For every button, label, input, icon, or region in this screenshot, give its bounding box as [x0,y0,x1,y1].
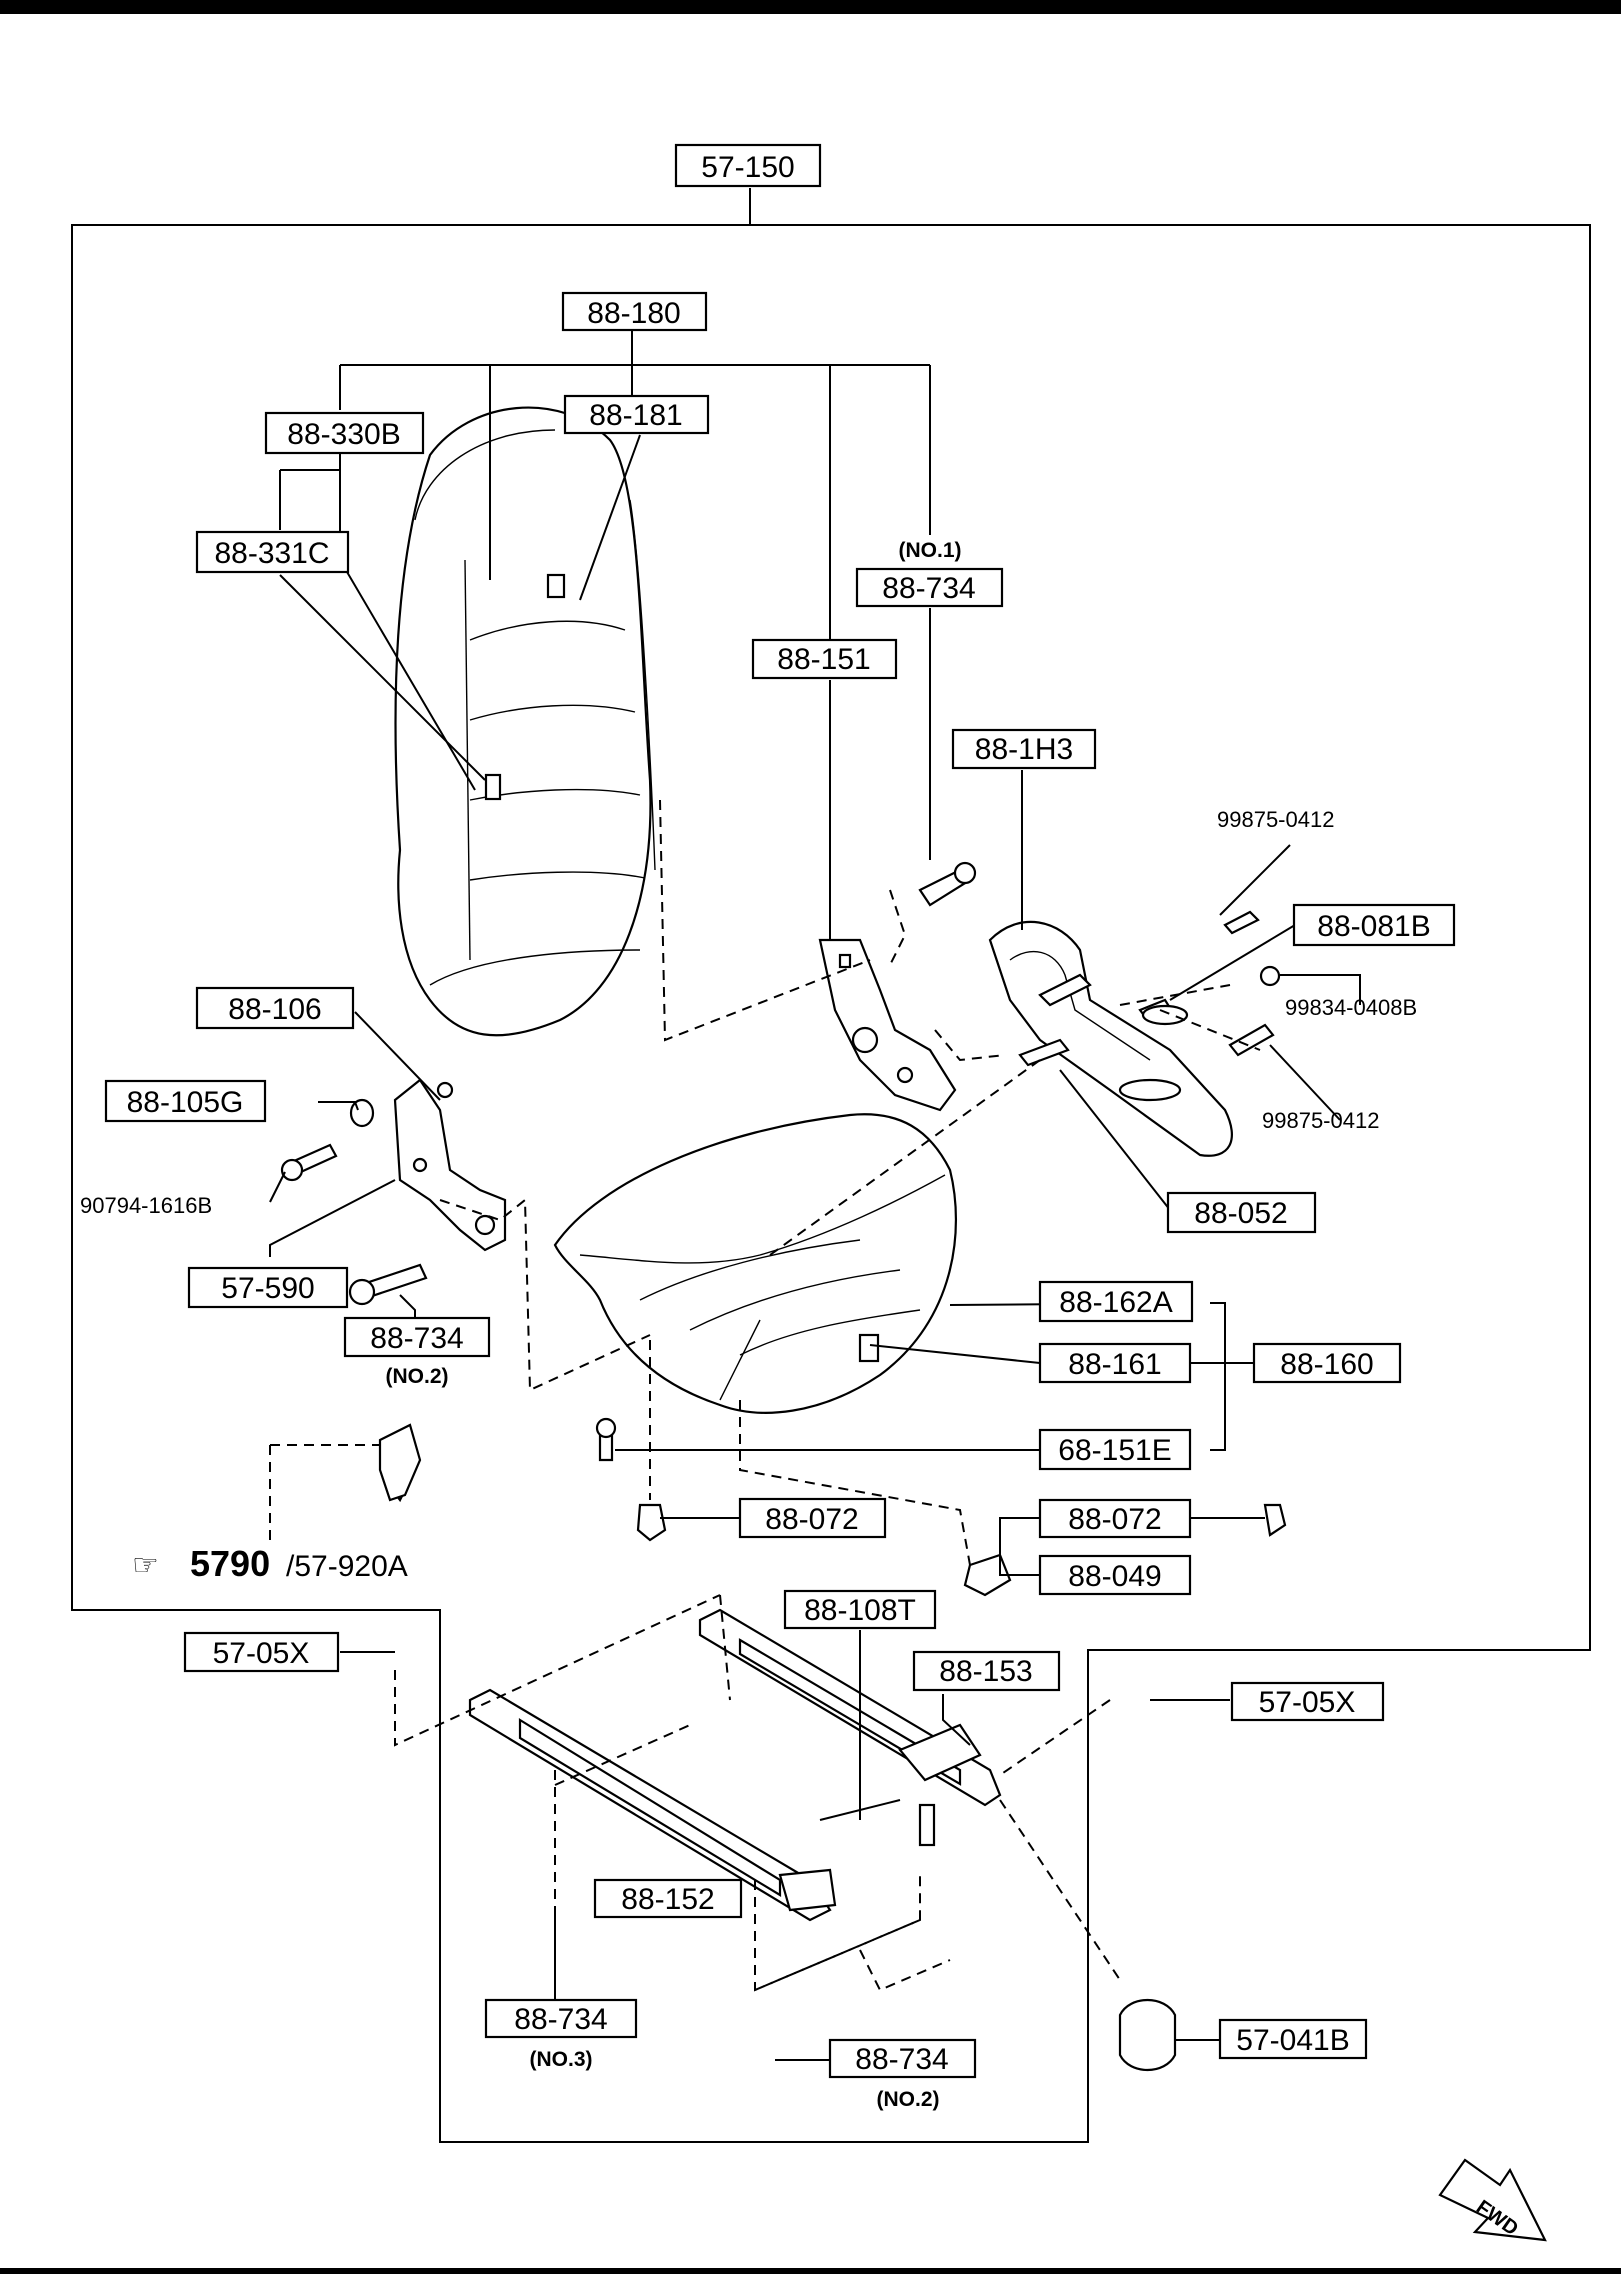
svg-text:88-108T: 88-108T [804,1594,916,1627]
label-57-590: 57-590 [187,1266,349,1309]
svg-text:57-05X: 57-05X [1259,1686,1356,1719]
svg-text:88-161: 88-161 [1068,1348,1161,1381]
label-99875-0412-a: 99875-0412 [1217,807,1334,832]
svg-text:88-330B: 88-330B [287,418,400,451]
label-57-150: 57-150 [674,143,822,188]
svg-text:88-162A: 88-162A [1059,1286,1172,1319]
label-88-105G: 88-105G [104,1079,267,1123]
svg-text:88-153: 88-153 [939,1655,1032,1688]
label-88-072-a: 88-072 [738,1497,887,1539]
label-88-734-no2a: 88-734 [343,1316,491,1358]
label-88-734-no1: 88-734 [855,567,1004,608]
svg-text:/57-920A: /57-920A [286,1550,408,1583]
svg-text:88-331C: 88-331C [214,537,329,570]
leader-lines [269,330,1361,2061]
cover-cap [1118,1999,1177,2071]
svg-text:88-152: 88-152 [621,1883,714,1916]
label-99875-0412-b: 99875-0412 [1262,1108,1379,1133]
svg-text:88-072: 88-072 [1068,1503,1161,1536]
recliner-hinge [818,938,957,1112]
svg-text:5790: 5790 [190,1543,270,1584]
label-57-05X-b: 57-05X [1230,1681,1385,1722]
label-88-331C: 88-331C [195,530,350,574]
top-rule [0,0,1621,14]
label-57-041B: 57-041B [1218,2018,1368,2060]
seat-rails [468,1608,1002,1922]
ref-pointer-icon: ☞ [132,1549,159,1582]
label-88-734-no2b: 88-734 [828,2038,977,2079]
svg-text:88-081B: 88-081B [1317,910,1430,943]
note-no2a: (NO.2) [386,1365,449,1388]
svg-text:88-151: 88-151 [777,643,870,676]
label-88-108T: 88-108T [783,1589,937,1630]
svg-text:88-072: 88-072 [765,1503,858,1536]
label-57-05X-a: 57-05X [183,1631,340,1673]
svg-text:68-151E: 68-151E [1058,1434,1171,1467]
bottom-rule [0,2268,1621,2274]
label-88-161: 88-161 [1038,1342,1192,1384]
svg-text:88-734: 88-734 [855,2043,948,2076]
svg-text:88-734: 88-734 [370,1322,463,1355]
left-hinge-bracket [393,1078,507,1252]
svg-text:88-181: 88-181 [589,399,682,432]
label-90794-1616B: 90794-1616B [80,1193,212,1218]
label-88-152: 88-152 [593,1878,743,1919]
ref-5790-57-920A: ☞ 5790 /57-920A [132,1543,408,1584]
label-88-181: 88-181 [563,394,710,435]
label-88-106: 88-106 [195,986,355,1030]
svg-text:88-052: 88-052 [1194,1197,1287,1230]
svg-text:88-1H3: 88-1H3 [975,733,1073,766]
svg-text:57-150: 57-150 [701,151,794,184]
svg-text:88-734: 88-734 [882,572,975,605]
label-88-330B: 88-330B [264,411,425,455]
seat-belt-buckle [378,1423,422,1502]
note-no3: (NO.3) [530,2048,593,2071]
label-99834-0408B: 99834-0408B [1285,995,1417,1020]
assembly-outline [71,224,1591,2143]
svg-text:57-041B: 57-041B [1236,2024,1349,2057]
label-88-160: 88-160 [1252,1342,1402,1384]
note-no2b: (NO.2) [877,2088,940,2111]
seat-back-cushion [394,406,656,1037]
svg-text:57-590: 57-590 [221,1272,314,1305]
side-cover [988,920,1233,1157]
seat-cushion [553,1113,958,1414]
svg-text:88-106: 88-106 [228,993,321,1026]
label-88-072-b: 88-072 [1038,1498,1192,1539]
svg-text:57-05X: 57-05X [213,1637,310,1670]
label-88-153: 88-153 [912,1650,1061,1692]
label-88-049: 88-049 [1038,1554,1192,1596]
label-88-1H3: 88-1H3 [951,728,1097,770]
label-88-180: 88-180 [561,291,708,332]
svg-text:88-105G: 88-105G [127,1086,244,1119]
label-88-052: 88-052 [1166,1191,1317,1234]
fwd-arrow-icon: FWD [1438,2158,1547,2242]
label-88-162A: 88-162A [1038,1280,1194,1323]
note-no1: (NO.1) [899,539,962,562]
label-88-734-no3: 88-734 [484,1998,638,2039]
svg-text:88-734: 88-734 [514,2003,607,2036]
label-88-081B: 88-081B [1292,903,1456,947]
svg-text:88-180: 88-180 [587,297,680,330]
label-68-151E: 68-151E [1038,1428,1192,1471]
assembly-dashes [269,799,1261,1992]
label-88-151: 88-151 [751,638,898,680]
svg-text:88-160: 88-160 [1280,1348,1373,1381]
svg-text:88-049: 88-049 [1068,1560,1161,1593]
